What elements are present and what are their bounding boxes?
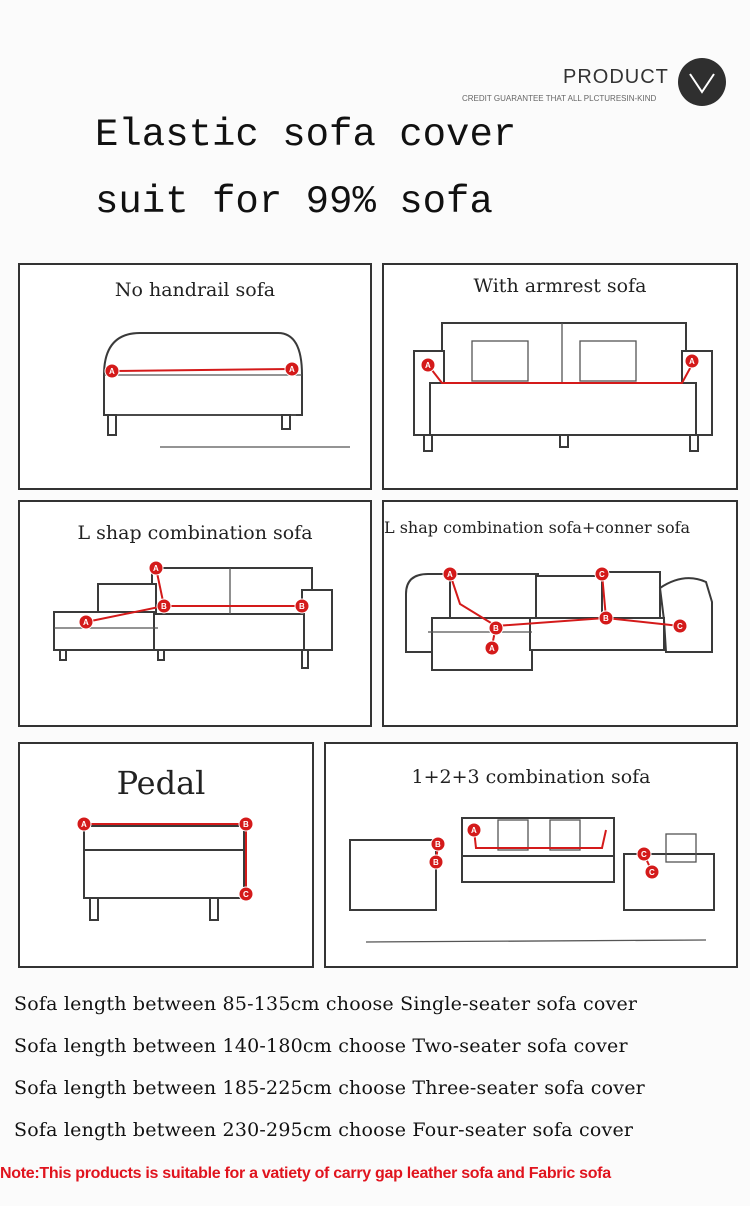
- point-b: B: [161, 602, 167, 611]
- size-rule-four: Sofa length between 230-295cm choose Fou…: [14, 1119, 634, 1141]
- point-a: A: [109, 367, 115, 376]
- point-a: A: [83, 618, 89, 627]
- with-armrest-sofa-illustration: A A: [413, 322, 713, 452]
- panel-l-shape-sofa: L shap combination sofa A B A B: [18, 500, 372, 727]
- point-b: B: [433, 858, 439, 867]
- headline-line-2: suit for 99% sofa: [95, 180, 493, 224]
- panel-no-handrail-sofa: No handrail sofa A A: [18, 263, 372, 490]
- panel-title: L shap combination sofa: [77, 522, 313, 544]
- l-shape-sofa-illustration: A B A B: [53, 560, 333, 669]
- compatibility-note: Note:This products is suitable for a vat…: [0, 1165, 611, 1182]
- size-rule-single: Sofa length between 85-135cm choose Sing…: [14, 993, 638, 1015]
- size-rule-three: Sofa length between 185-225cm choose Thr…: [14, 1077, 645, 1099]
- pedal-illustration: A B C: [76, 816, 254, 921]
- point-a: A: [689, 357, 695, 366]
- point-b: B: [299, 602, 305, 611]
- point-b: B: [435, 840, 441, 849]
- panel-with-armrest-sofa: With armrest sofa A A: [382, 263, 738, 490]
- point-b: B: [603, 614, 609, 623]
- panel-title: With armrest sofa: [473, 275, 647, 297]
- point-a: A: [425, 361, 431, 370]
- point-c: C: [599, 570, 605, 579]
- point-a: A: [153, 564, 159, 573]
- point-b: B: [243, 820, 249, 829]
- point-c: C: [677, 622, 683, 631]
- panel-123-combination-sofa: 1+2+3 combination sofa A B B C C: [324, 742, 738, 968]
- point-b: B: [493, 624, 499, 633]
- brand-word: PRODUCT: [563, 66, 669, 88]
- point-c: C: [641, 850, 647, 859]
- brand-subtitle: CREDIT GUARANTEE THAT ALL PLCTURESIN-KIN…: [462, 94, 657, 103]
- combination-sofa-illustration: A B B C C: [349, 817, 715, 943]
- no-handrail-sofa-illustration: A A: [103, 332, 350, 448]
- brand-circle: [678, 58, 726, 106]
- panel-title: L shap combination sofa+conner sofa: [384, 518, 691, 537]
- panel-title: Pedal: [116, 764, 206, 802]
- point-a: A: [471, 826, 477, 835]
- point-c: C: [243, 890, 249, 899]
- panel-title: No handrail sofa: [114, 279, 276, 301]
- point-a: A: [289, 365, 295, 374]
- headline-line-1: Elastic sofa cover: [95, 113, 517, 157]
- panel-pedal: Pedal A B C: [18, 742, 314, 968]
- size-rule-two: Sofa length between 140-180cm choose Two…: [14, 1035, 628, 1057]
- point-a: A: [447, 570, 453, 579]
- l-shape-corner-sofa-illustration: A C B B A C: [405, 566, 713, 671]
- chevron-down-icon: [689, 73, 715, 94]
- panel-l-shape-corner-sofa: L shap combination sofa+conner sofa A C …: [382, 500, 738, 727]
- point-a: A: [489, 644, 495, 653]
- panel-title: 1+2+3 combination sofa: [411, 766, 651, 788]
- point-c: C: [649, 868, 655, 877]
- point-a: A: [81, 820, 87, 829]
